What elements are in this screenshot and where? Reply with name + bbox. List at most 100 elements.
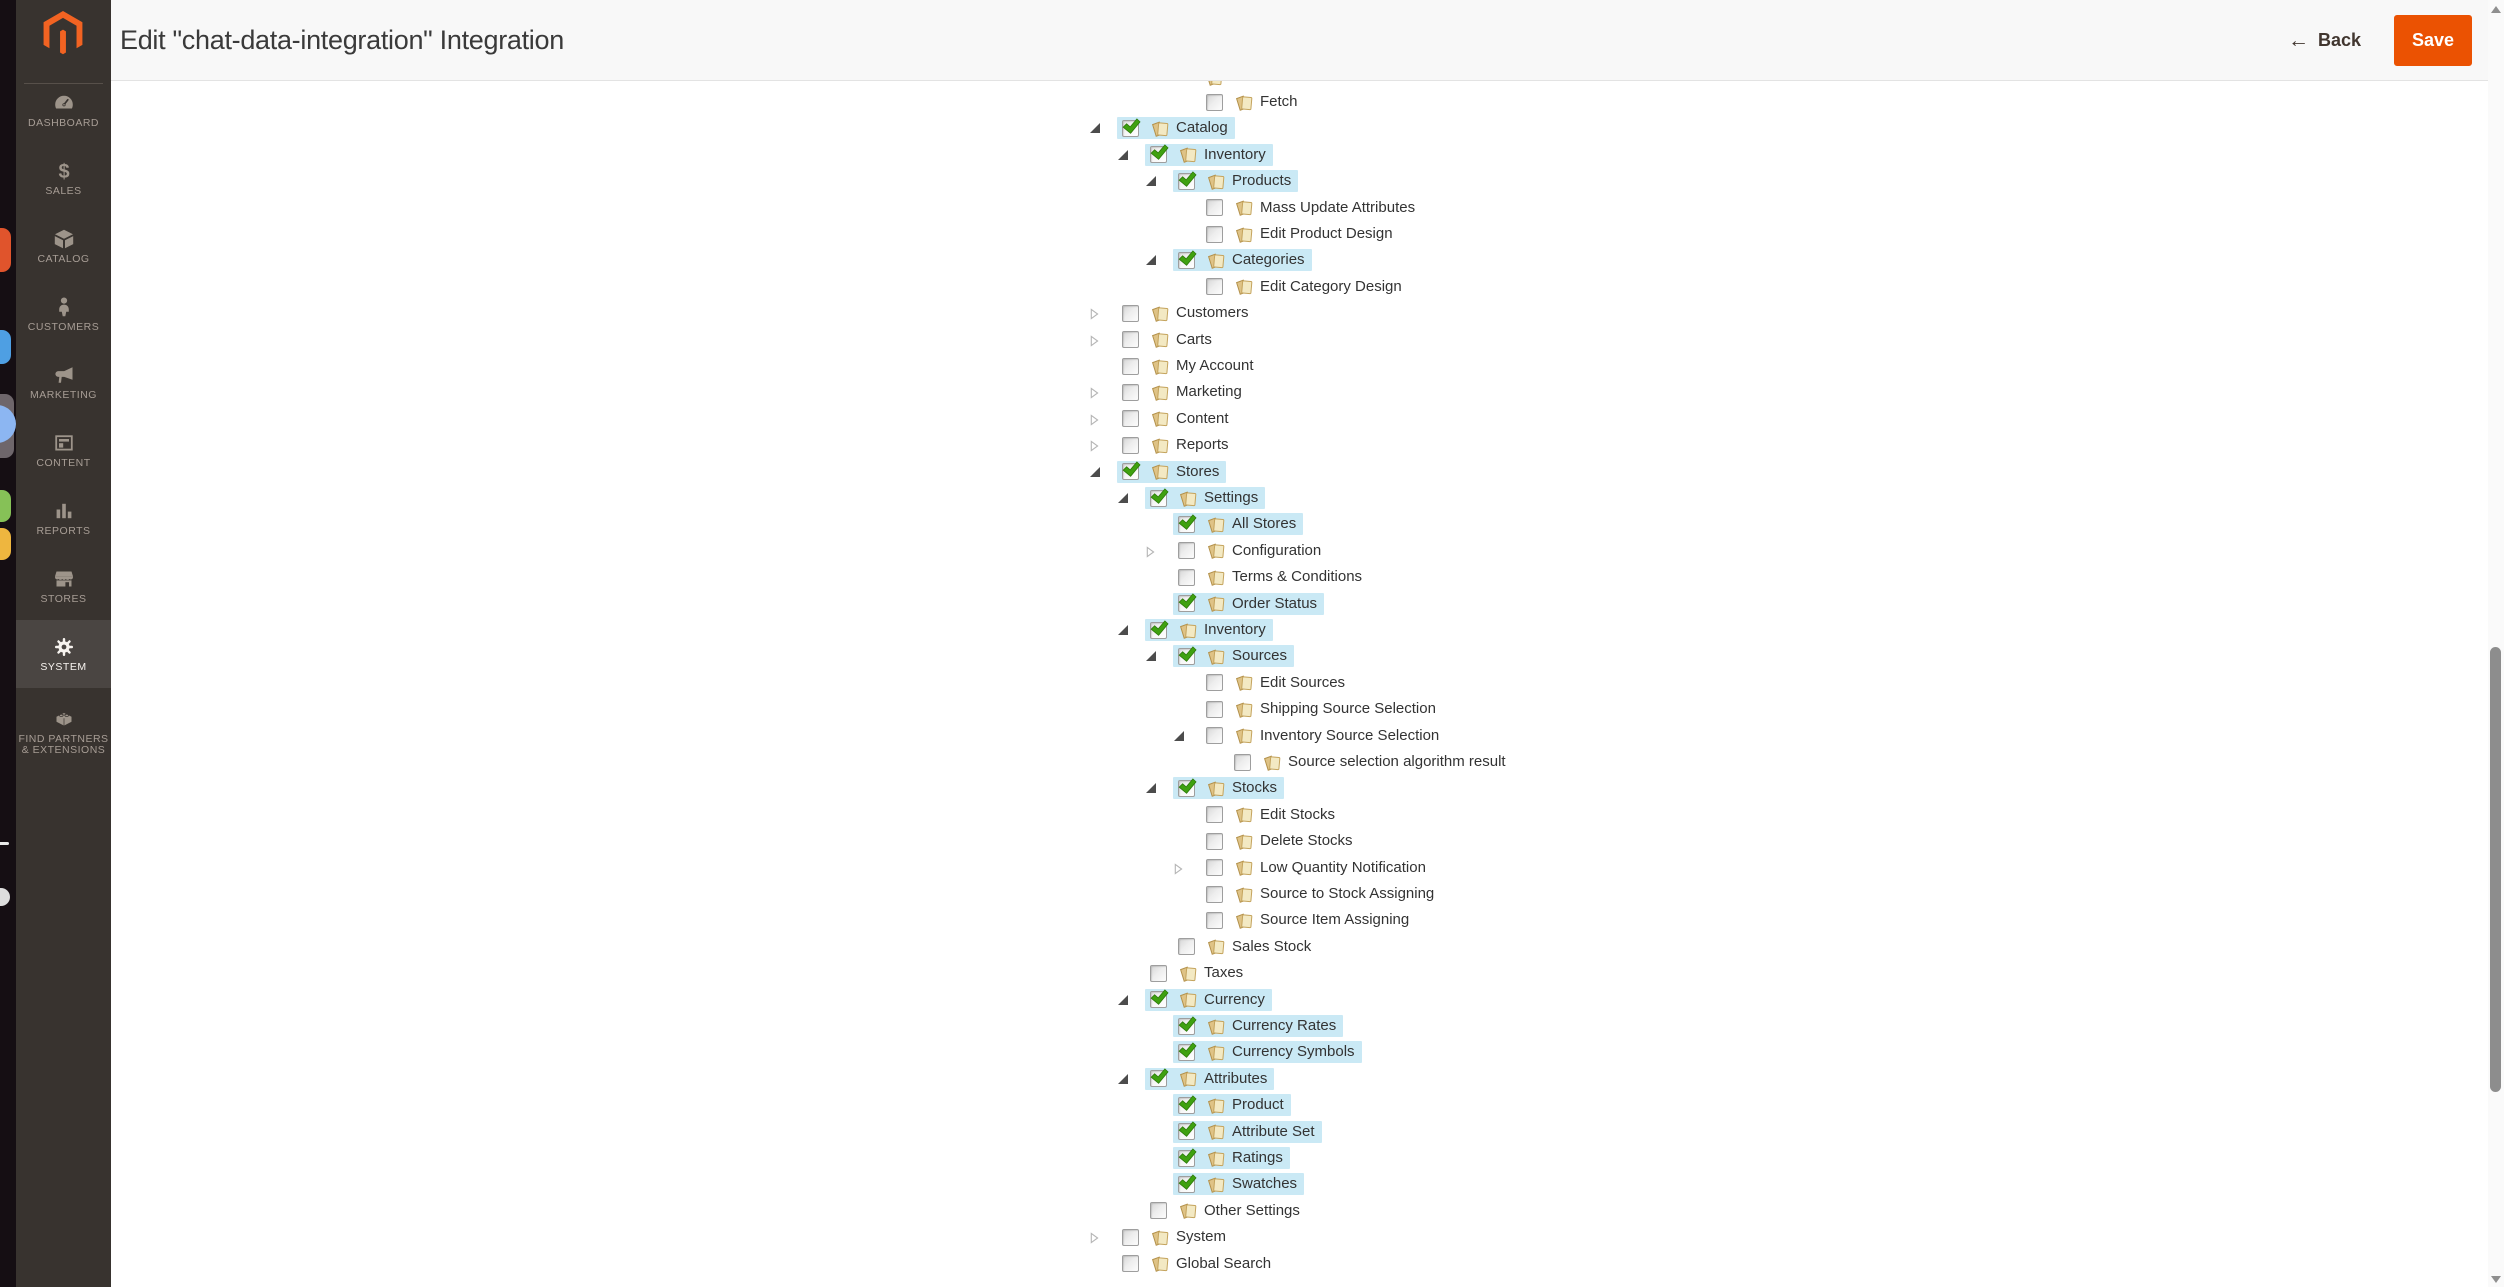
tree-checkbox[interactable] bbox=[1178, 1015, 1197, 1035]
tree-checkbox[interactable] bbox=[1150, 1202, 1167, 1220]
tree-checkbox[interactable] bbox=[1234, 753, 1251, 771]
tree-node-label[interactable]: All Stores bbox=[1232, 515, 1297, 533]
tree-node-label[interactable]: Stores bbox=[1176, 462, 1220, 480]
sidebar-item-find-partners-extensions[interactable]: FIND PARTNERS & EXTENSIONS bbox=[16, 697, 111, 765]
tree-checkbox[interactable] bbox=[1206, 199, 1223, 217]
tree-node-label[interactable]: Swatches bbox=[1232, 1175, 1298, 1193]
tree-node-label[interactable]: Edit Sources bbox=[1260, 673, 1346, 691]
expanded-arrow-icon[interactable] bbox=[1118, 149, 1128, 160]
tree-checkbox[interactable] bbox=[1178, 938, 1195, 956]
tree-node-label[interactable]: Reports bbox=[1176, 436, 1229, 454]
scrollbar-down-arrow-icon[interactable] bbox=[2491, 1276, 2501, 1283]
tree-node-label[interactable]: Currency bbox=[1204, 990, 1265, 1008]
expanded-arrow-icon[interactable] bbox=[1146, 176, 1156, 187]
tree-node-label[interactable]: Source to Stock Assigning bbox=[1260, 885, 1435, 902]
expanded-arrow-icon[interactable] bbox=[1146, 255, 1156, 266]
tree-checkbox[interactable] bbox=[1122, 461, 1141, 481]
tree-node-label[interactable]: My Account bbox=[1176, 357, 1254, 374]
collapsed-arrow-icon[interactable] bbox=[1090, 1231, 1099, 1244]
scrollbar-up-arrow-icon[interactable] bbox=[2491, 6, 2501, 13]
tree-node-label[interactable]: Edit Category Design bbox=[1260, 277, 1402, 295]
sidebar-item-system[interactable]: SYSTEM bbox=[16, 620, 111, 688]
tree-node-label[interactable]: Global Search bbox=[1176, 1254, 1272, 1272]
expanded-arrow-icon[interactable] bbox=[1174, 730, 1184, 741]
sidebar-item-stores[interactable]: STORES bbox=[16, 552, 111, 620]
sidebar-item-sales[interactable]: $SALES bbox=[16, 144, 111, 212]
tree-checkbox[interactable] bbox=[1122, 118, 1141, 137]
tree-checkbox[interactable] bbox=[1122, 1228, 1139, 1246]
tree-checkbox[interactable] bbox=[1178, 171, 1197, 190]
tree-node-label[interactable]: Products bbox=[1232, 172, 1292, 190]
tree-node-label[interactable]: Inventory Source Selection bbox=[1260, 726, 1440, 744]
tree-node-label[interactable]: Terms & Conditions bbox=[1232, 568, 1363, 586]
tree-node-label[interactable]: Configuration bbox=[1232, 541, 1322, 559]
tree-node-label[interactable]: Inventory bbox=[1204, 145, 1266, 163]
tree-checkbox[interactable] bbox=[1150, 619, 1169, 639]
expanded-arrow-icon[interactable] bbox=[1146, 651, 1156, 662]
tree-checkbox[interactable] bbox=[1206, 832, 1223, 850]
save-button[interactable]: Save bbox=[2394, 14, 2472, 66]
tree-node-label[interactable]: Stocks bbox=[1232, 779, 1278, 797]
tree-checkbox[interactable] bbox=[1150, 487, 1169, 507]
tree-checkbox[interactable] bbox=[1206, 806, 1223, 824]
tree-node-label[interactable]: Ratings bbox=[1232, 1149, 1283, 1166]
tree-checkbox[interactable] bbox=[1206, 93, 1223, 111]
tree-checkbox[interactable] bbox=[1178, 250, 1197, 269]
tree-checkbox[interactable] bbox=[1122, 304, 1139, 322]
tree-checkbox[interactable] bbox=[1122, 357, 1139, 375]
tree-node-label[interactable]: Order Status bbox=[1232, 594, 1318, 612]
tree-checkbox[interactable] bbox=[1178, 1042, 1197, 1061]
tree-checkbox[interactable] bbox=[1150, 1068, 1169, 1088]
expanded-arrow-icon[interactable] bbox=[1118, 1073, 1128, 1084]
tree-node-label[interactable]: Marketing bbox=[1176, 383, 1242, 401]
tree-checkbox[interactable] bbox=[1122, 331, 1139, 349]
collapsed-arrow-icon[interactable] bbox=[1090, 439, 1099, 452]
tree-checkbox[interactable] bbox=[1178, 778, 1197, 797]
tree-node-label[interactable]: Settings bbox=[1204, 489, 1259, 506]
sidebar-item-customers[interactable]: CUSTOMERS bbox=[16, 280, 111, 348]
collapsed-arrow-icon[interactable] bbox=[1090, 413, 1099, 426]
expanded-arrow-icon[interactable] bbox=[1118, 493, 1128, 503]
tree-checkbox[interactable] bbox=[1178, 1147, 1197, 1167]
tree-node-label[interactable]: Other Settings bbox=[1204, 1201, 1300, 1219]
tree-checkbox[interactable] bbox=[1206, 859, 1223, 877]
tree-node-label[interactable]: Categories bbox=[1232, 251, 1305, 269]
tree-node-label[interactable]: Catalog bbox=[1176, 119, 1228, 137]
tree-node-label[interactable]: Customers bbox=[1176, 304, 1249, 322]
tree-node-label[interactable]: Inventory bbox=[1204, 621, 1266, 638]
tree-checkbox[interactable] bbox=[1178, 568, 1195, 586]
tree-node-label[interactable]: Sales Stock bbox=[1232, 937, 1312, 955]
tree-node-label[interactable]: Attributes bbox=[1204, 1069, 1268, 1087]
tree-node-label[interactable]: Shipping Source Selection bbox=[1260, 700, 1436, 718]
tree-checkbox[interactable] bbox=[1150, 144, 1169, 164]
sidebar-item-marketing[interactable]: MARKETING bbox=[16, 348, 111, 416]
tree-node-label[interactable]: Currency Symbols bbox=[1232, 1043, 1355, 1061]
back-button[interactable]: ← Back bbox=[2288, 30, 2361, 51]
tree-checkbox[interactable] bbox=[1122, 1255, 1139, 1273]
tree-checkbox[interactable] bbox=[1178, 1174, 1197, 1193]
tree-node-label[interactable]: Taxes bbox=[1204, 964, 1244, 982]
tree-checkbox[interactable] bbox=[1178, 593, 1197, 613]
tree-node-label[interactable]: Edit Product Design bbox=[1260, 225, 1393, 242]
expanded-arrow-icon[interactable] bbox=[1090, 123, 1100, 134]
collapsed-arrow-icon[interactable] bbox=[1146, 545, 1155, 558]
expanded-arrow-icon[interactable] bbox=[1118, 994, 1128, 1005]
tree-node-label[interactable]: Edit Stocks bbox=[1260, 805, 1336, 823]
sidebar-item-catalog[interactable]: CATALOG bbox=[16, 212, 111, 280]
tree-node-label[interactable]: Attribute Set bbox=[1232, 1122, 1315, 1140]
expanded-arrow-icon[interactable] bbox=[1146, 783, 1156, 794]
tree-node-label[interactable]: Fetch bbox=[1260, 93, 1298, 110]
tree-checkbox[interactable] bbox=[1150, 964, 1167, 982]
tree-checkbox[interactable] bbox=[1178, 1121, 1197, 1141]
tree-checkbox[interactable] bbox=[1206, 727, 1223, 745]
tree-checkbox[interactable] bbox=[1122, 410, 1139, 428]
tree-node-label[interactable]: Currency Rates bbox=[1232, 1017, 1337, 1034]
vertical-scrollbar[interactable] bbox=[2488, 0, 2504, 1287]
sidebar-item-content[interactable]: CONTENT bbox=[16, 416, 111, 484]
tree-checkbox[interactable] bbox=[1150, 989, 1169, 1009]
tree-checkbox[interactable] bbox=[1122, 436, 1139, 454]
collapsed-arrow-icon[interactable] bbox=[1090, 307, 1099, 320]
tree-node-label[interactable]: Source Item Assigning bbox=[1260, 911, 1410, 929]
scrollbar-thumb[interactable] bbox=[2490, 647, 2501, 1092]
tree-checkbox[interactable] bbox=[1206, 700, 1223, 718]
